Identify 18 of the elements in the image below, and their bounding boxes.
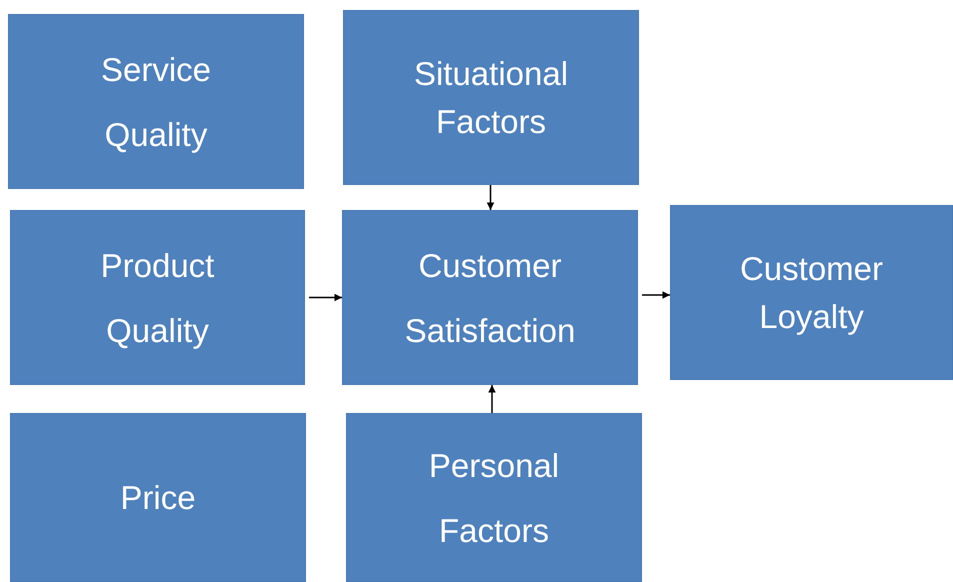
box-label: Situational Factors (412, 54, 570, 142)
process-box (346, 413, 642, 582)
box-label: Customer Satisfaction (404, 246, 576, 350)
process-box (10, 413, 306, 582)
arrow (642, 291, 670, 299)
process-box (8, 14, 304, 189)
process-box (343, 10, 639, 185)
arrow (488, 385, 496, 413)
box-label: Personal Factors (428, 446, 560, 550)
process-box (670, 205, 953, 380)
box-label: Price (119, 478, 197, 518)
box-label: Service Quality (100, 50, 212, 155)
box-label: Customer Loyalty (738, 248, 884, 337)
arrow (486, 185, 494, 210)
process-box (10, 210, 305, 385)
box-label: Product Quality (100, 246, 216, 351)
arrow (309, 294, 342, 302)
process-box (342, 210, 638, 385)
